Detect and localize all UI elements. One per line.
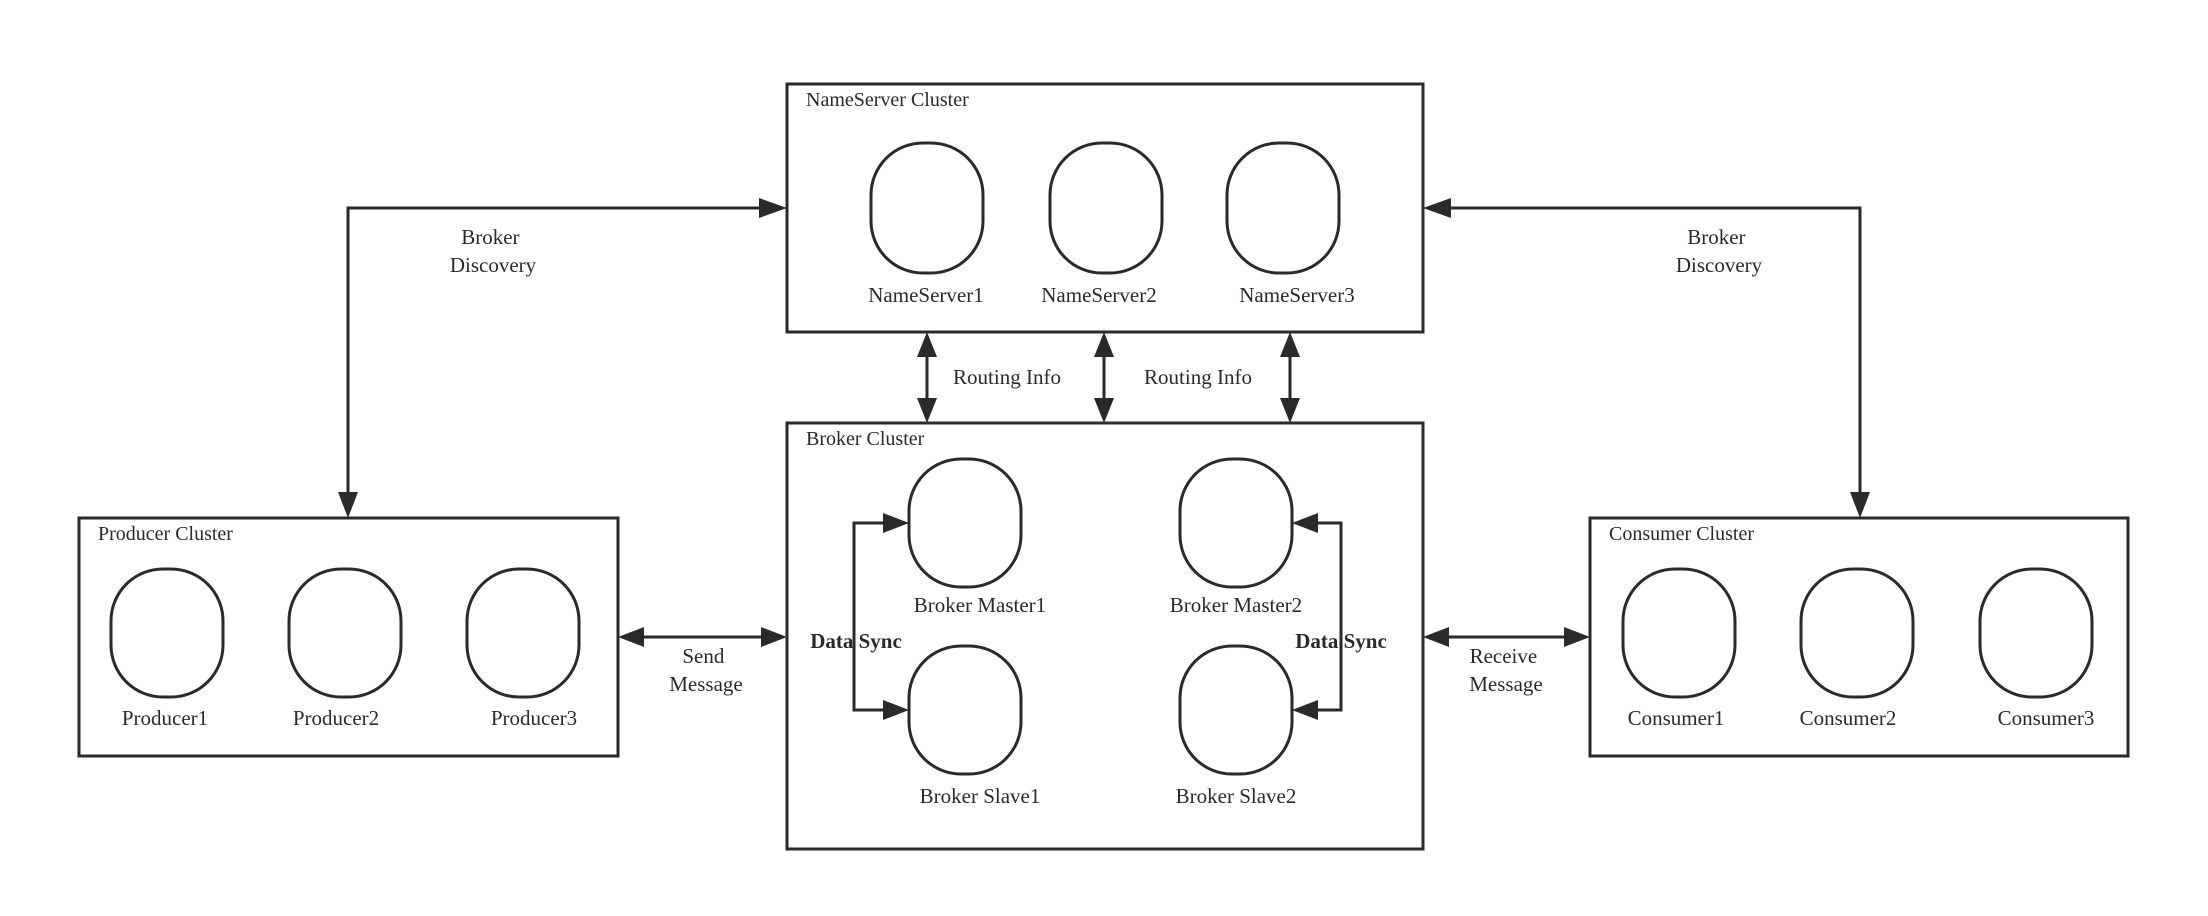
nameserver-cluster-title: NameServer Cluster — [806, 89, 969, 111]
nameserver3-label: NameServer3 — [1239, 283, 1354, 307]
broker-master2-label: Broker Master2 — [1170, 593, 1302, 617]
consumer-cluster-title: Consumer Cluster — [1609, 523, 1754, 545]
arrowhead-icon — [1423, 198, 1451, 218]
arrowhead-icon — [917, 332, 937, 357]
broker-slave2-node — [1178, 644, 1294, 776]
broker-discovery-right-line — [1440, 206, 1862, 500]
routing-info-label-1: Routing Info — [953, 365, 1061, 389]
consumer2-node — [1799, 567, 1915, 699]
routing-info-label-2: Routing Info — [1144, 365, 1252, 389]
arrowhead-icon — [618, 627, 644, 647]
consumer3-label: Consumer3 — [1998, 706, 2095, 730]
broker-slave1-node — [907, 644, 1023, 776]
arrowhead-icon — [1292, 513, 1318, 533]
arrowhead-icon — [338, 492, 358, 518]
arrowhead-icon — [883, 513, 909, 533]
broker-discovery-left-label: Broker Discovery — [450, 225, 537, 277]
arrowhead-icon — [1423, 627, 1449, 647]
consumer3-node — [1978, 567, 2094, 699]
receive-message-edge: Receive Message — [1423, 627, 1590, 696]
producer2-node — [287, 567, 403, 699]
producer-cluster-title: Producer Cluster — [98, 523, 233, 545]
arrowhead-icon — [917, 398, 937, 423]
send-message-edge: Send Message — [618, 627, 787, 696]
arrowhead-icon — [1094, 398, 1114, 423]
broker-discovery-left-edge: Broker Discovery — [338, 198, 787, 518]
nameserver3-node — [1225, 141, 1341, 275]
routing-info-edges: Routing Info Routing Info — [917, 332, 1300, 423]
arrowhead-icon — [761, 627, 787, 647]
broker-cluster-title: Broker Cluster — [806, 428, 925, 450]
data-sync-left-edge: Data Sync — [810, 513, 909, 720]
producer1-label: Producer1 — [122, 706, 208, 730]
producer2-label: Producer2 — [293, 706, 379, 730]
arrowhead-icon — [759, 198, 787, 218]
arrowhead-icon — [883, 700, 909, 720]
nameserver-cluster: NameServer Cluster NameServer1 NameServe… — [785, 82, 1425, 334]
broker-discovery-right-edge: Broker Discovery — [1423, 198, 1870, 518]
producer3-label: Producer3 — [491, 706, 577, 730]
send-message-label: Send Message — [669, 644, 742, 696]
broker-slave1-label: Broker Slave1 — [920, 784, 1041, 808]
producer1-node — [109, 567, 225, 699]
receive-message-label: Receive Message — [1469, 644, 1542, 696]
data-sync-left-label: Data Sync — [810, 629, 902, 653]
producer3-node — [465, 567, 581, 699]
arrowhead-icon — [1280, 398, 1300, 423]
arrowhead-icon — [1292, 700, 1318, 720]
arrowhead-icon — [1280, 332, 1300, 357]
consumer-cluster: Consumer Cluster Consumer1 Consumer2 Con… — [1588, 516, 2130, 758]
data-sync-right-line — [1309, 521, 1343, 712]
broker-master1-label: Broker Master1 — [914, 593, 1046, 617]
arrowhead-icon — [1094, 332, 1114, 357]
arrowhead-icon — [1564, 627, 1590, 647]
arrowhead-icon — [1850, 492, 1870, 518]
nameserver2-label: NameServer2 — [1041, 283, 1156, 307]
producer-cluster: Producer Cluster Producer1 Producer2 Pro… — [77, 516, 620, 758]
broker-discovery-left-line — [346, 206, 770, 500]
broker-cluster-box — [785, 421, 1425, 851]
data-sync-right-edge: Data Sync — [1292, 513, 1387, 720]
nameserver1-node — [869, 141, 985, 275]
broker-master2-node — [1178, 457, 1294, 589]
nameserver1-label: NameServer1 — [868, 283, 983, 307]
consumer1-label: Consumer1 — [1628, 706, 1725, 730]
nameserver2-node — [1048, 141, 1164, 275]
data-sync-left-line — [852, 521, 892, 712]
broker-master1-node — [907, 457, 1023, 589]
consumer2-label: Consumer2 — [1800, 706, 1897, 730]
broker-discovery-right-label: Broker Discovery — [1676, 225, 1763, 277]
data-sync-right-label: Data Sync — [1295, 629, 1387, 653]
consumer1-node — [1621, 567, 1737, 699]
broker-slave2-label: Broker Slave2 — [1176, 784, 1297, 808]
